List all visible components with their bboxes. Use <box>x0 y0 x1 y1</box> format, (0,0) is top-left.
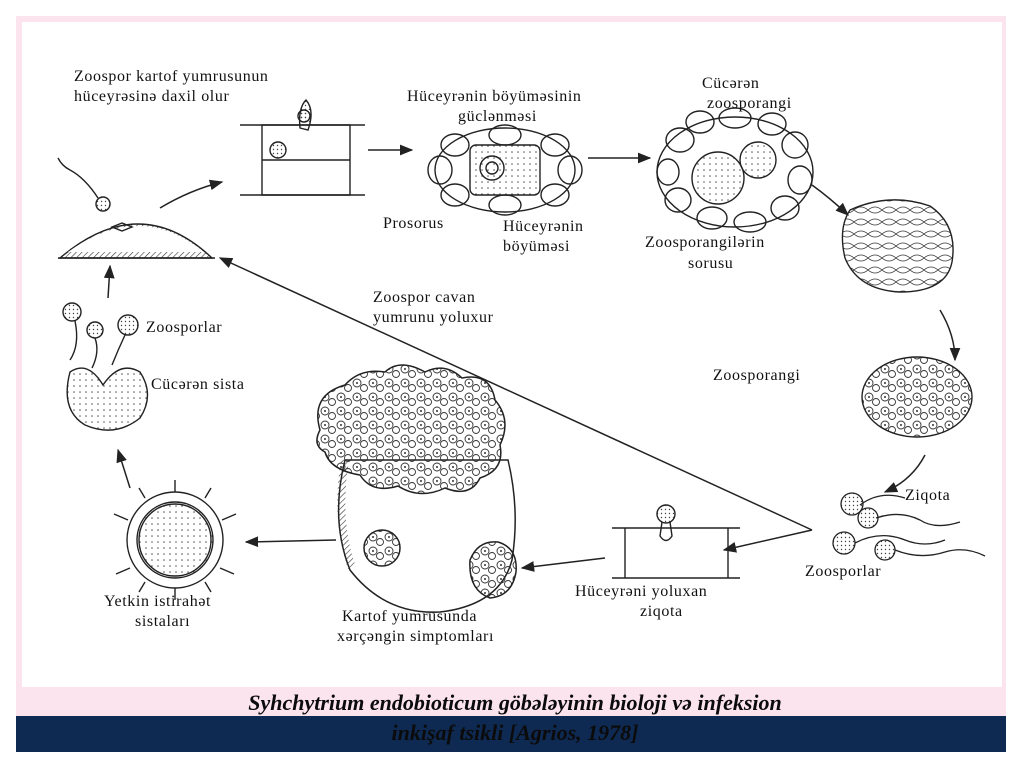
zoosporangium-drawing <box>861 356 973 438</box>
caption-line-1: Syhchytrium endobioticum göbələyinin bio… <box>248 690 782 715</box>
infecting-zygote-drawing <box>612 504 740 579</box>
label-infecting-zygote-2: ziqota <box>640 603 683 620</box>
label-zoospores-right: Zoosporlar <box>805 563 881 580</box>
zoospore-enters-cell-drawing <box>240 98 365 196</box>
label-germinating-1: Cücərən <box>702 75 760 92</box>
label-zoospore-enters-1: Zoospor kartof yumrusunun <box>74 68 269 85</box>
label-prosorus: Prosorus <box>383 215 444 232</box>
label-resting-cysts-2: sistaları <box>135 613 190 630</box>
label-zoospore-infects-2: yumrunu yoluxur <box>373 309 494 326</box>
cell-growth-drawing <box>427 124 583 216</box>
label-cell-growth-2: böyüməsi <box>503 238 570 255</box>
label-zoospore-enters-2: hüceyrəsinə daxil olur <box>74 88 229 105</box>
resting-cyst-drawing <box>113 480 237 600</box>
tuber-cancer-drawing <box>316 364 517 613</box>
label-zoosporangium: Zoosporangi <box>713 367 800 384</box>
label-zoospores-left: Zoosporlar <box>146 319 222 336</box>
label-sorus-2: sorusu <box>688 255 733 272</box>
cycle-arrows <box>103 144 961 572</box>
label-infecting-zygote-1: Hüceyrəni yoluxan <box>575 583 707 600</box>
label-zoospore-infects-1: Zoospor cavan <box>373 289 475 306</box>
label-tuber-symptoms-1: Kartof yumrusunda <box>342 608 477 625</box>
label-zygote: Ziqota <box>905 487 950 504</box>
label-growth-intensifies-2: güclənməsi <box>458 108 537 125</box>
zoosporangia-sorus-drawing <box>841 199 954 293</box>
zoospore-on-tuber-drawing <box>57 157 215 259</box>
label-germinating-cyst: Cücərən sista <box>151 376 245 393</box>
germinating-cyst-drawing <box>62 302 149 431</box>
germinating-zoosporangium-drawing <box>656 107 814 233</box>
label-cell-growth-1: Hüceyrənin <box>503 218 584 235</box>
label-germinating-2: zoosporangi <box>707 95 792 112</box>
bottom-bar <box>16 716 1006 752</box>
zygote-zoospores-drawing <box>832 492 986 561</box>
label-growth-intensifies-1: Hüceyrənin böyüməsinin <box>407 88 582 105</box>
caption-line-2: inkişaf tsikli [Agrios, 1978] <box>391 720 639 745</box>
label-sorus-1: Zoosporangilərin <box>645 234 765 251</box>
label-resting-cysts-1: Yetkin istirahət <box>104 593 211 610</box>
label-tuber-symptoms-2: xərçəngin simptomları <box>337 628 494 645</box>
figure-caption: Syhchytrium endobioticum göbələyinin bio… <box>20 688 1010 748</box>
